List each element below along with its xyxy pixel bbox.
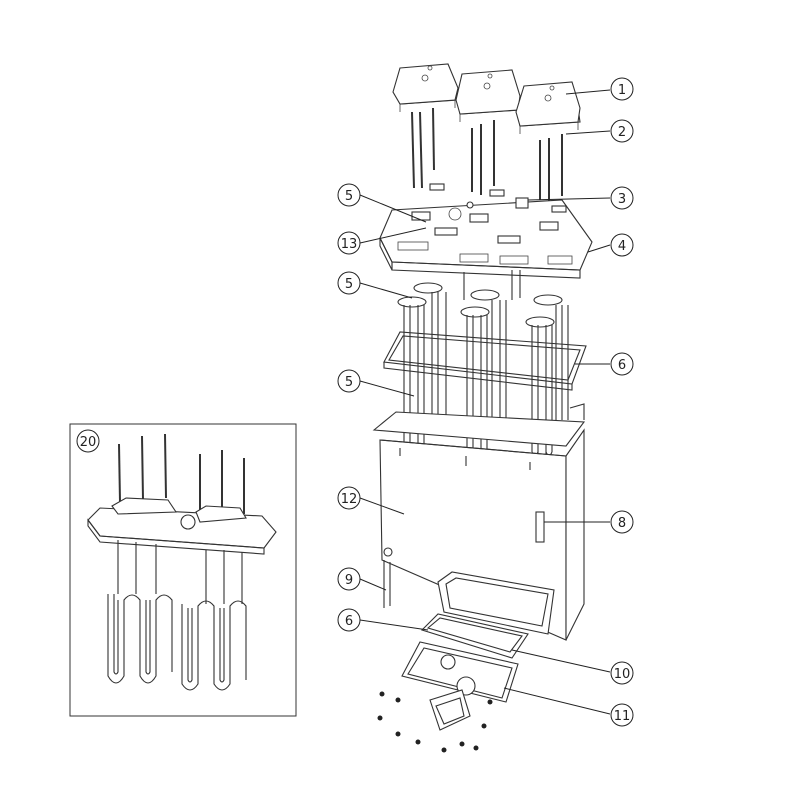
wire-set [411,107,563,205]
callout-3: 3 [610,186,634,210]
callout-5-low-label: 5 [345,375,353,390]
lower-gasket [420,613,529,659]
callout-6-lower-label: 6 [345,614,353,629]
callout-12: 12 [337,486,361,510]
callout-2: 2 [610,119,634,143]
callout-13-label: 13 [341,237,358,252]
callout-5-mid-label: 5 [345,277,353,292]
callout-4-label: 4 [618,239,626,254]
callout-10-label: 10 [614,667,631,682]
heater-elements [397,270,569,457]
callout-10: 10 [610,661,634,685]
callout-11: 11 [610,703,634,727]
terminal-cover-right [515,81,581,134]
callout-5-top-label: 5 [345,189,353,204]
tank-body [372,403,586,641]
callout-1-label: 1 [618,83,626,98]
callout-9: 9 [337,567,361,591]
gasket-frame-upper [383,331,587,391]
inset-box [69,423,297,717]
callout-13: 13 [337,231,361,255]
callout-8-label: 8 [618,516,626,531]
callout-6-lower: 6 [337,608,361,632]
callout-12-label: 12 [341,492,358,507]
callout-11-label: 11 [614,709,631,724]
callout-6-label: 6 [618,358,626,373]
terminal-cover-middle [455,69,521,122]
callout-2-label: 2 [618,125,626,140]
callout-3-label: 3 [618,192,626,207]
callout-8: 8 [610,510,634,534]
callout-5-top: 5 [337,183,361,207]
mounting-plate [379,183,593,279]
callout-6: 6 [610,352,634,376]
callout-5-mid: 5 [337,271,361,295]
support-legs [383,560,391,608]
callout-1: 1 [610,77,634,101]
callout-5-low: 5 [337,369,361,393]
callout-4: 4 [610,233,634,257]
terminal-cover-left [392,63,459,112]
screws [377,691,493,753]
callout-20-label: 20 [80,435,97,450]
callout-9-label: 9 [345,573,353,588]
callout-20: 20 [76,429,100,453]
leader-lines [359,89,611,715]
cover-plate [401,641,519,731]
